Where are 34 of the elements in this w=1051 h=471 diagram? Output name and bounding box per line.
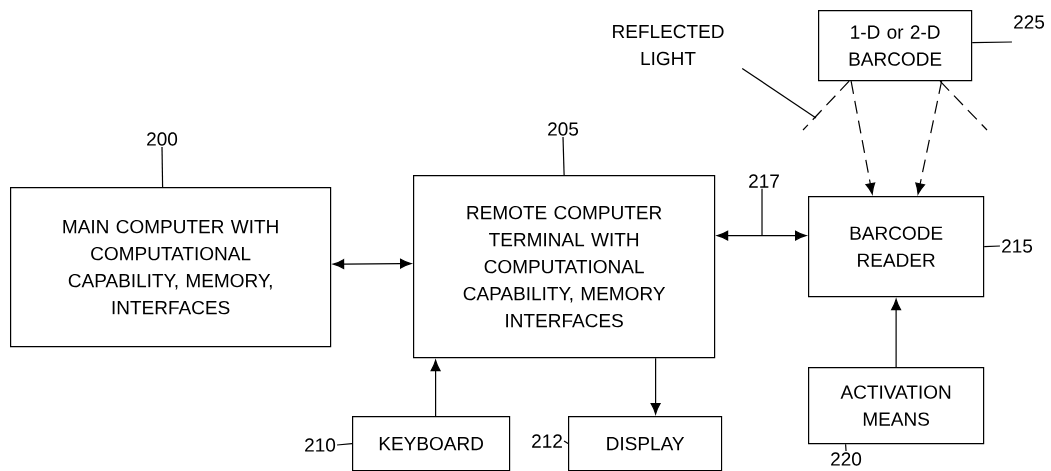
arrow <box>332 258 412 269</box>
reference-number: 210 <box>305 438 336 452</box>
leader-line <box>845 443 847 452</box>
reference-number: 225 <box>1014 15 1045 29</box>
arrow <box>650 357 661 415</box>
reference-number: 205 <box>548 122 579 136</box>
arrow <box>891 298 902 368</box>
reference-number: 220 <box>831 452 862 466</box>
block-box: MAIN COMPUTER WITH COMPUTATIONAL CAPABILITY, MEMORY, INTERFACES <box>10 187 332 348</box>
light-ray <box>802 80 850 131</box>
leader-line <box>983 245 1001 248</box>
reference-number: 200 <box>147 132 178 146</box>
callout-text: REFLECTED LIGHT <box>613 24 724 66</box>
terminal-box: REMOTE COMPUTER TERMINAL WITH COMPUTATIONAL CAPABILITY, MEMORY INTERFACES <box>413 175 716 359</box>
keyboard-box: KEYBOARD <box>352 416 511 471</box>
leader-line <box>741 67 817 119</box>
leader-line <box>336 443 353 446</box>
leader-line <box>761 188 763 236</box>
light-ray <box>939 80 988 131</box>
leader-line <box>562 136 565 176</box>
reference-number: 217 <box>749 174 779 188</box>
activation-box: ACTIVATION MEANS <box>808 367 985 445</box>
leader-line <box>971 41 1013 44</box>
reference-number: 215 <box>1002 239 1033 253</box>
display-box: DISPLAY <box>568 416 723 471</box>
arrow <box>850 80 876 195</box>
barcode-box: 1-D or 2-D BARCODE <box>818 10 973 82</box>
leader-line <box>161 146 164 188</box>
leader-line <box>563 440 569 445</box>
arrow <box>716 230 807 241</box>
reader-box: BARCODE READER <box>808 196 985 298</box>
reference-number: 212 <box>532 434 562 448</box>
arrow <box>915 80 943 195</box>
arrow <box>430 359 441 417</box>
